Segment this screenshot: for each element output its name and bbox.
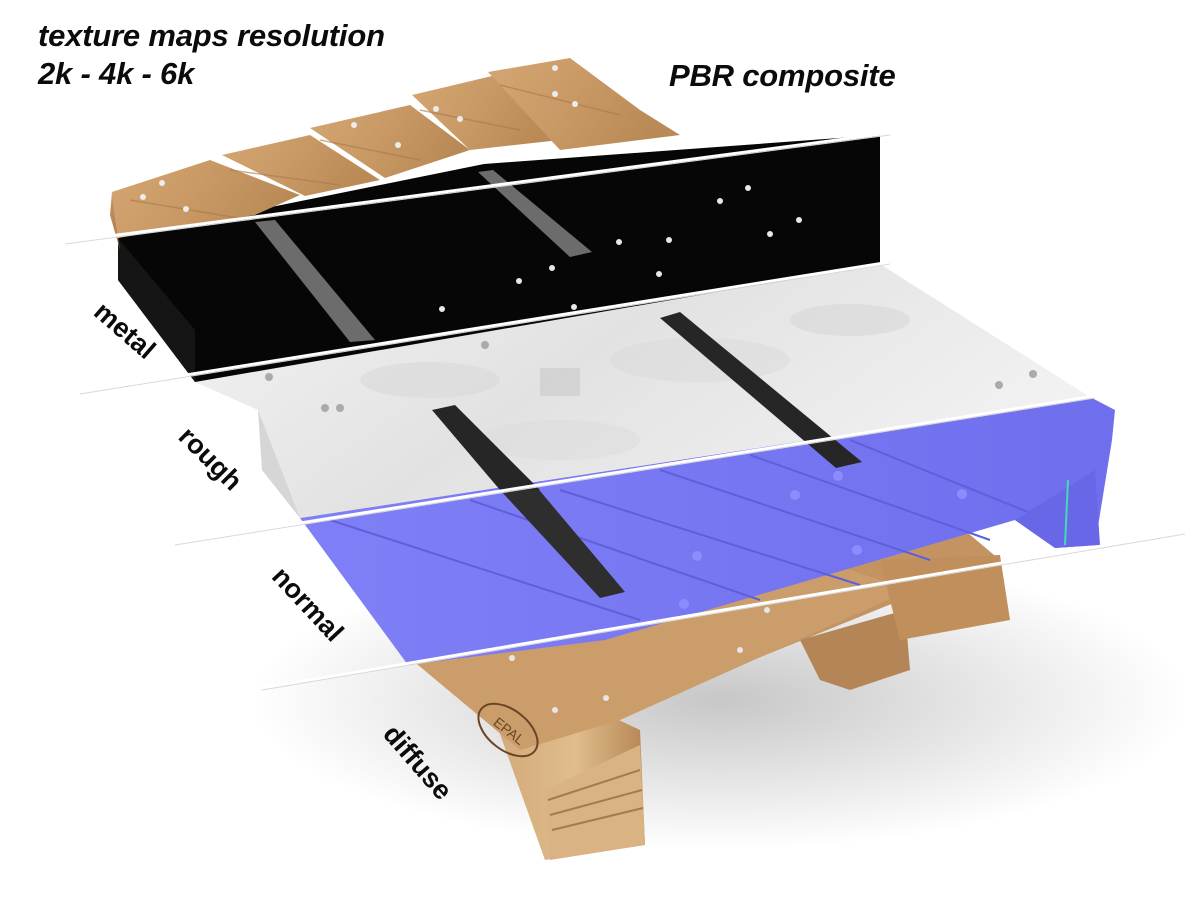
rough-section <box>195 264 1090 518</box>
top-wood-boards <box>110 58 680 250</box>
resolution-title: texture maps resolution <box>38 18 385 53</box>
normal-section <box>300 397 1115 665</box>
epal-stamp <box>477 702 539 758</box>
metal-section <box>118 135 880 382</box>
resolution-values: 2k - 4k - 6k <box>38 56 195 91</box>
layer-dividers <box>64 131 1186 690</box>
composite-title: PBR composite <box>669 58 896 93</box>
